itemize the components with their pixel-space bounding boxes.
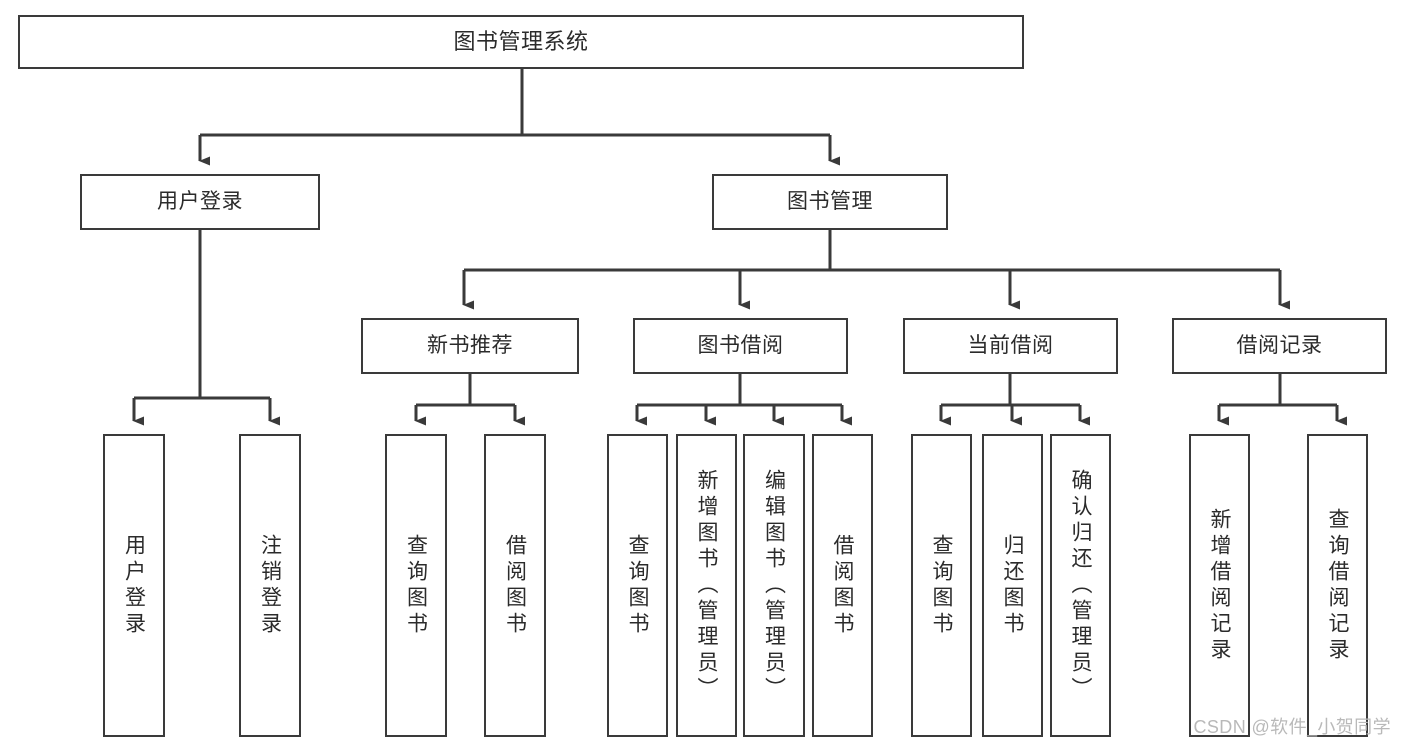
node-leaf-query-borrow-record[interactable]: 查询借阅记录 xyxy=(1307,434,1368,737)
node-leaf-return-book[interactable]: 归还图书 xyxy=(982,434,1043,737)
node-label: 图书管理系统 xyxy=(453,29,589,55)
node-label: 查询借阅记录 xyxy=(1326,507,1349,664)
node-label: 借阅图书 xyxy=(503,533,527,638)
node-label: 查询图书 xyxy=(930,533,953,638)
node-label: 图书管理 xyxy=(787,189,873,213)
node-label: 查询图书 xyxy=(626,533,649,638)
node-label: 新增借阅记录 xyxy=(1208,507,1231,664)
node-leaf-confirm-return-admin[interactable]: 确认归还（管理员） xyxy=(1050,434,1111,737)
node-leaf-user-login[interactable]: 用户登录 xyxy=(103,434,165,737)
node-leaf-query-book-borrow[interactable]: 查询图书 xyxy=(607,434,668,737)
node-book-borrow[interactable]: 图书借阅 xyxy=(633,318,848,374)
node-label: 归还图书 xyxy=(1001,533,1024,638)
node-leaf-edit-book-admin[interactable]: 编辑图书（管理员） xyxy=(743,434,805,737)
node-label: 编辑图书（管理员） xyxy=(762,468,786,703)
node-user-login[interactable]: 用户登录 xyxy=(80,174,320,230)
node-leaf-borrow-book[interactable]: 借阅图书 xyxy=(812,434,873,737)
node-leaf-user-logout[interactable]: 注销登录 xyxy=(239,434,301,737)
node-book-management[interactable]: 图书管理 xyxy=(712,174,948,230)
node-current-borrow[interactable]: 当前借阅 xyxy=(903,318,1118,374)
node-label: 新书推荐 xyxy=(427,333,513,357)
node-leaf-add-book-admin[interactable]: 新增图书（管理员） xyxy=(676,434,737,737)
node-label: 用户登录 xyxy=(122,533,146,638)
node-label: 用户登录 xyxy=(157,189,243,213)
node-leaf-query-book-recommend[interactable]: 查询图书 xyxy=(385,434,447,737)
node-leaf-borrow-book-recommend[interactable]: 借阅图书 xyxy=(484,434,546,737)
node-root[interactable]: 图书管理系统 xyxy=(18,15,1024,69)
node-label: 确认归还（管理员） xyxy=(1069,468,1092,703)
node-label: 借阅记录 xyxy=(1236,333,1323,357)
node-leaf-query-book-current[interactable]: 查询图书 xyxy=(911,434,972,737)
node-label: 注销登录 xyxy=(258,533,282,638)
node-label: 新增图书（管理员） xyxy=(695,468,718,703)
node-label: 借阅图书 xyxy=(831,533,854,638)
node-label: 当前借阅 xyxy=(967,333,1054,357)
node-leaf-add-borrow-record[interactable]: 新增借阅记录 xyxy=(1189,434,1250,737)
node-borrow-records[interactable]: 借阅记录 xyxy=(1172,318,1387,374)
node-label: 查询图书 xyxy=(404,533,428,638)
node-new-book-recommend[interactable]: 新书推荐 xyxy=(361,318,579,374)
node-label: 图书借阅 xyxy=(697,333,784,357)
